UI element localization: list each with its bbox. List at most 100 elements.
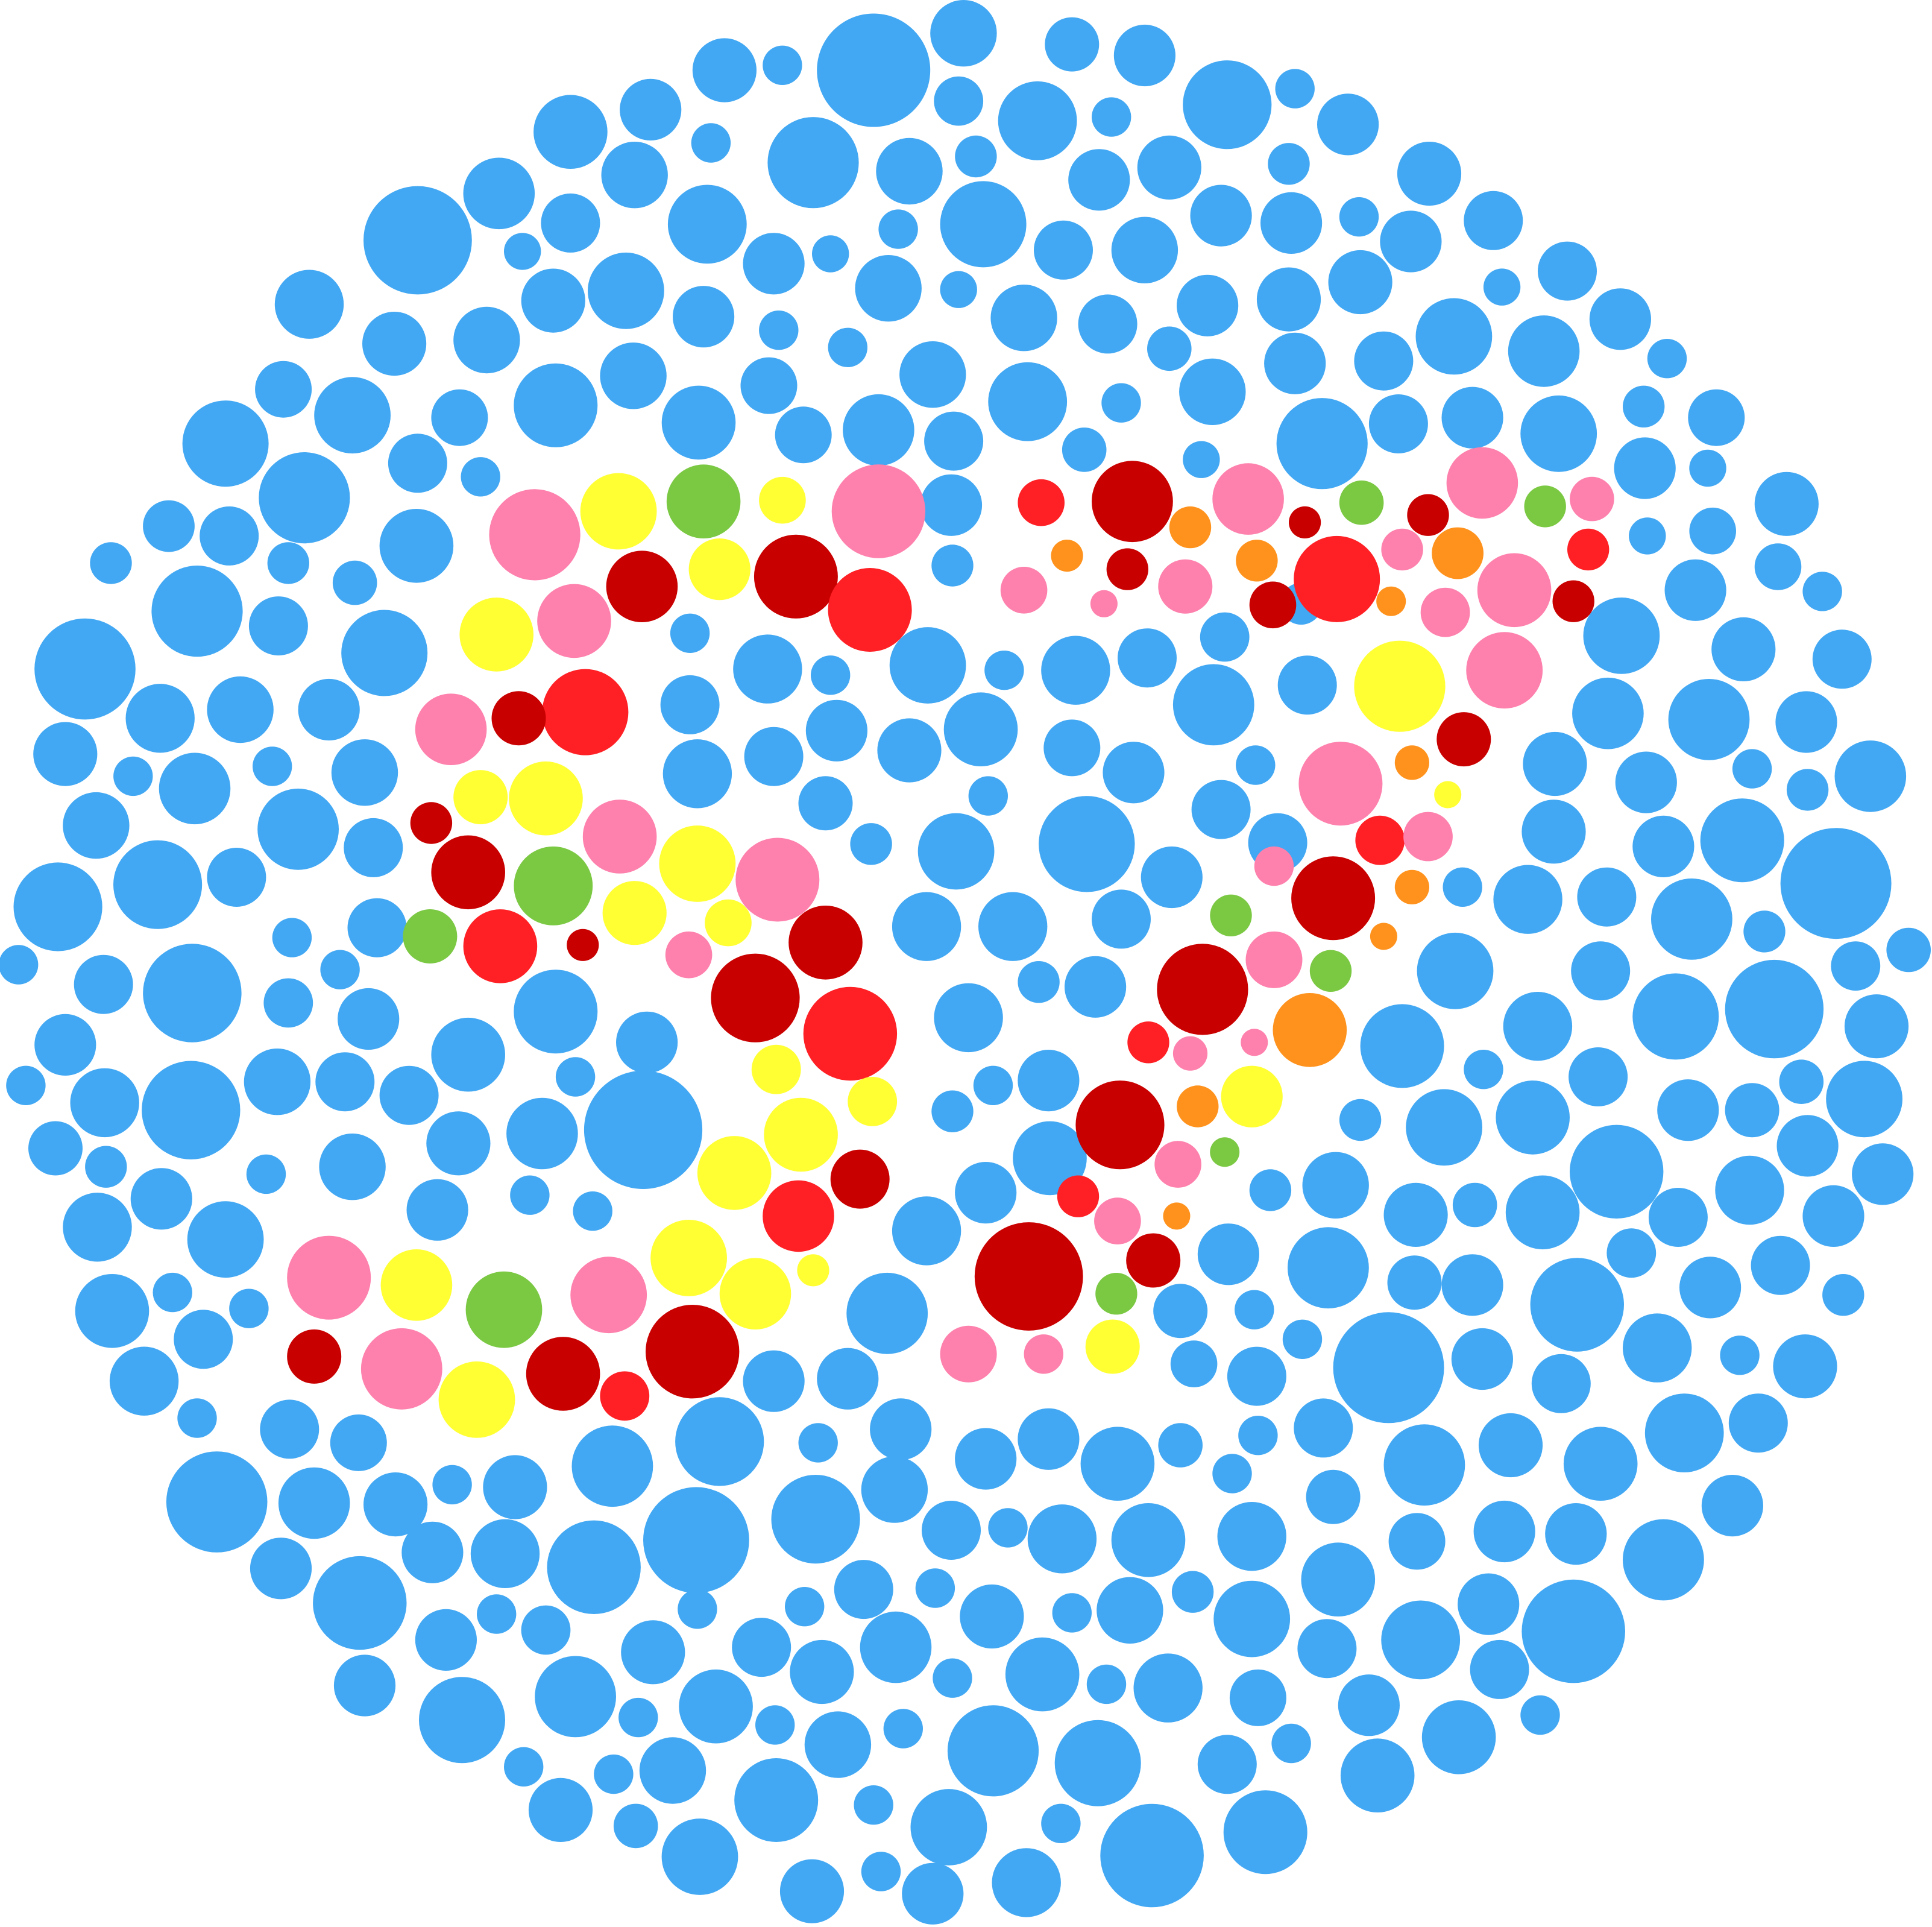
pink-dot — [1241, 1029, 1268, 1056]
blue-dot — [785, 1587, 825, 1627]
blue-dot — [431, 1017, 505, 1092]
blue-dot — [743, 1350, 805, 1412]
green-dot — [1309, 950, 1352, 992]
blue-dot — [943, 692, 1018, 766]
pink-dot — [665, 931, 713, 979]
blue-dot — [1852, 1143, 1914, 1205]
blue-dot — [504, 233, 541, 270]
blue-dot — [13, 862, 102, 951]
blue-dot — [250, 1538, 312, 1600]
blue-dot — [1563, 1427, 1638, 1501]
pink-dot — [1212, 463, 1284, 535]
dark-red-dot — [830, 1149, 890, 1209]
blue-dot — [320, 950, 360, 989]
blue-dot — [940, 181, 1027, 268]
pink-dot — [1154, 1141, 1201, 1188]
blue-dot — [453, 306, 520, 374]
blue-dot — [267, 542, 309, 584]
blue-dot — [876, 137, 943, 205]
blue-dot — [541, 193, 600, 253]
blue-dot — [1294, 1398, 1353, 1458]
dark-red-dot — [1552, 580, 1594, 622]
blue-dot — [477, 1594, 517, 1634]
blue-dot — [257, 788, 339, 870]
blue-dot — [675, 1397, 764, 1486]
blue-dot — [616, 1011, 678, 1073]
blue-dot — [678, 1589, 717, 1629]
blue-dot — [1260, 192, 1323, 254]
blue-dot — [1720, 1336, 1760, 1375]
blue-dot — [246, 1154, 286, 1194]
yellow-dot — [764, 1097, 838, 1172]
blue-dot — [1826, 1061, 1903, 1138]
blue-dot — [1754, 543, 1802, 590]
blue-dot — [1217, 1502, 1286, 1571]
orange-dot — [1236, 540, 1278, 582]
blue-dot — [1725, 1083, 1779, 1138]
blue-dot — [733, 634, 802, 704]
blue-dot — [1271, 1723, 1311, 1764]
blue-dot — [1212, 1454, 1252, 1493]
blue-dot — [960, 1584, 1024, 1649]
blue-dot — [130, 1168, 192, 1230]
dark-red-dot — [974, 1222, 1083, 1331]
blue-dot — [1521, 800, 1586, 864]
dark-red-dot — [526, 1337, 600, 1411]
blue-dot — [90, 542, 132, 584]
yellow-dot — [459, 598, 533, 672]
blue-dot — [1780, 828, 1892, 939]
blue-dot — [1689, 449, 1726, 487]
orange-dot — [1163, 1202, 1191, 1230]
blue-dot — [915, 1568, 955, 1608]
blue-dot — [1589, 288, 1651, 350]
blue-dot — [379, 509, 454, 583]
dark-red-dot — [711, 953, 800, 1042]
blue-dot — [1340, 1738, 1415, 1812]
blue-dot — [63, 792, 130, 859]
dark-red-dot — [1407, 494, 1449, 536]
yellow-dot — [751, 1044, 801, 1094]
yellow-dot — [1434, 781, 1462, 809]
blue-dot — [779, 1859, 845, 1923]
orange-dot — [1051, 540, 1083, 572]
blue-dot — [1137, 135, 1201, 200]
blue-dot — [1606, 1228, 1657, 1278]
dark-red-dot — [1126, 1233, 1181, 1288]
blue-dot — [1443, 867, 1482, 907]
blue-dot — [1473, 1500, 1535, 1563]
blue-dot — [379, 1065, 439, 1125]
blue-dot — [85, 1146, 127, 1188]
blue-dot — [1027, 1504, 1097, 1574]
blue-dot — [732, 1618, 791, 1677]
yellow-dot — [697, 1136, 772, 1210]
blue-dot — [187, 1201, 264, 1278]
blue-dot — [670, 613, 710, 653]
blue-dot — [533, 95, 608, 169]
pink-dot — [582, 800, 657, 874]
blue-dot — [332, 560, 377, 605]
blue-dot — [902, 1862, 964, 1925]
red-dot — [828, 568, 912, 652]
blue-dot — [263, 978, 313, 1028]
blue-dot — [1623, 1313, 1692, 1383]
yellow-dot — [380, 1249, 453, 1321]
pink-dot — [1000, 567, 1048, 614]
blue-dot — [1715, 1155, 1784, 1225]
blue-dot — [1213, 1580, 1291, 1657]
blue-dot — [1496, 1080, 1570, 1155]
blue-dot — [528, 1777, 593, 1842]
blue-dot — [1701, 1475, 1763, 1537]
pink-dot — [1158, 559, 1213, 614]
blue-dot — [861, 1852, 901, 1891]
blue-dot — [1054, 1720, 1141, 1806]
blue-dot — [1277, 655, 1337, 715]
blue-dot — [207, 676, 274, 743]
blue-dot — [1668, 679, 1750, 760]
blue-dot — [1523, 731, 1587, 796]
orange-dot — [1394, 745, 1429, 780]
blue-dot — [1276, 398, 1368, 490]
yellow-dot — [1085, 1319, 1140, 1374]
blue-dot — [1170, 1340, 1218, 1387]
pink-dot — [1446, 447, 1518, 519]
